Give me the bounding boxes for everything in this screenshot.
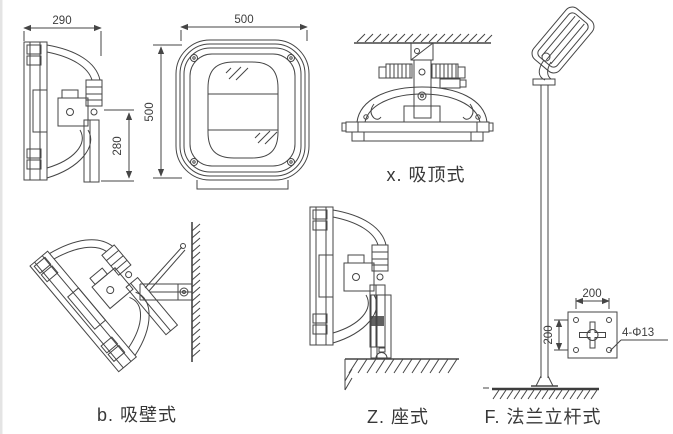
flange-detail-drawing: 200 200 4-Φ13 (543, 288, 668, 359)
side-view-drawing: 290 280 (23, 15, 134, 183)
glass-mark-bottom (254, 130, 278, 145)
side-view-width-dim: 290 (52, 15, 71, 27)
pole-mount-drawing: F. 法兰立杆式 200 200 4-Φ13 (483, 6, 668, 427)
wall-mount-drawing: b. 吸壁式 (29, 215, 201, 425)
flange-height-dim: 200 (543, 325, 555, 344)
front-view-drawing: 500 500 (144, 14, 310, 190)
wall-hatch (191, 223, 201, 358)
front-view-width-dim: 500 (234, 14, 253, 26)
front-view-height-dim: 500 (144, 102, 156, 121)
flange-holes-label: 4-Φ13 (622, 327, 654, 339)
glass-mark-top (225, 66, 249, 81)
ceiling-mount-drawing: x. 吸顶式 (341, 33, 494, 185)
seat-mount-drawing: Z. 座式 (309, 206, 459, 427)
ground-hatch-pole (492, 389, 598, 400)
label-wall-mount: b. 吸壁式 (97, 405, 177, 425)
side-view-height-dim: 280 (112, 136, 124, 155)
scan-edge (0, 0, 3, 434)
label-seat-mount: Z. 座式 (367, 407, 429, 427)
label-ceiling-mount: x. 吸顶式 (386, 165, 465, 185)
ground-hatch-seat (344, 358, 458, 391)
flange-width-dim: 200 (582, 288, 601, 300)
pole-lamp-head (531, 6, 595, 74)
ceiling-hatch (356, 33, 493, 43)
label-pole-mount: F. 法兰立杆式 (484, 407, 601, 427)
corner-bolts (190, 54, 295, 166)
